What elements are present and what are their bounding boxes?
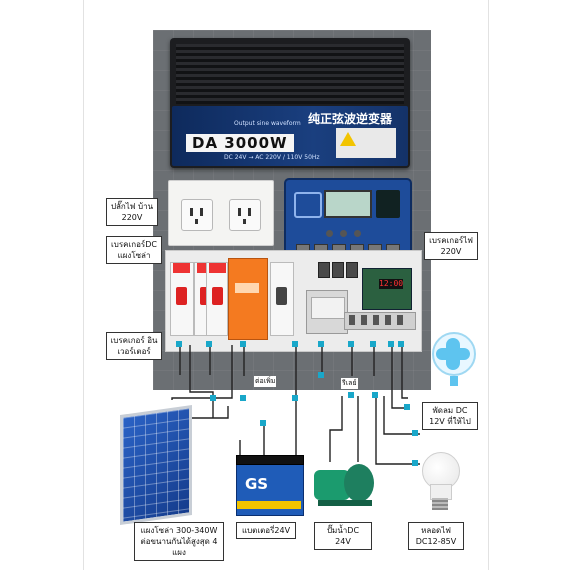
connection-node: [206, 341, 212, 347]
label-pump: ปั๊มน้ำDC 24V: [314, 522, 372, 550]
label-fan: พัดลม DC 12V ที่ให้ไป: [422, 402, 478, 430]
inverter-spec: DC 24V → AC 220V / 110V 50Hz: [224, 154, 320, 161]
connection-node: [398, 341, 404, 347]
connection-node: [404, 404, 410, 410]
label-ac-breaker: เบรคเกอร์ไฟ 220V: [424, 232, 478, 260]
connection-node: [318, 372, 324, 378]
battery-image: GS: [236, 455, 304, 516]
connection-node: [260, 420, 266, 426]
connection-node: [348, 341, 354, 347]
connection-node: [292, 395, 298, 401]
socket-icon: [181, 199, 213, 231]
usb-port-icon: [376, 190, 400, 218]
connection-node: [240, 395, 246, 401]
solar-panel-image: [120, 404, 192, 526]
inverter: Output sine waveform DA 3000W 纯正弦波逆变器 DC…: [170, 38, 410, 168]
water-pump-image: [314, 460, 376, 508]
battery-brand: GS: [245, 475, 269, 493]
tag-extra-connection: ต่อเพิ่ม: [254, 376, 277, 387]
controller-lcd: [324, 190, 372, 218]
timer-display: 12:00: [379, 279, 404, 289]
terminal-block: [344, 312, 416, 330]
inverter-title: 纯正弦波逆变器: [307, 112, 392, 126]
socket-icon: [229, 199, 261, 231]
inverter-warning-label: [336, 128, 396, 158]
solar-icon: [294, 192, 322, 218]
relay-module: [306, 290, 348, 334]
inverter-faceplate: Output sine waveform DA 3000W 纯正弦波逆变器 DC…: [172, 106, 408, 166]
connection-node: [348, 392, 354, 398]
connection-node: [388, 341, 394, 347]
fuse: [318, 262, 330, 278]
connection-node: [176, 341, 182, 347]
connection-node: [318, 341, 324, 347]
fuse: [346, 262, 358, 278]
label-outlet: ปลั๊กไฟ บ้าน 220V: [106, 198, 158, 226]
connection-nodes: [176, 341, 418, 466]
controller-button: [354, 230, 361, 237]
label-battery: แบตเตอรี่24V: [236, 522, 296, 539]
connection-node: [240, 341, 246, 347]
tag-relay: รีเลย์: [341, 378, 358, 389]
connection-node: [292, 341, 298, 347]
timer-module: 12:00: [362, 268, 412, 310]
connection-node: [210, 395, 216, 401]
light-bulb-icon: [420, 452, 460, 512]
fan-icon: [430, 332, 478, 386]
connection-node: [370, 341, 376, 347]
inverter-model: DA 3000W: [186, 134, 294, 152]
warning-icon: [340, 132, 356, 146]
surge-protector: [228, 258, 268, 340]
connection-node: [412, 460, 418, 466]
label-dc-breaker: เบรคเกอร์DC แผงโซล่า: [106, 236, 162, 264]
inverter-subtitle: Output sine waveform: [234, 120, 301, 127]
label-bulb: หลอดไฟ DC12-85V: [408, 522, 464, 550]
dc-breaker-3: [206, 262, 228, 336]
connection-node: [372, 392, 378, 398]
label-inverter-breaker: เบรคเกอร์ อินเวอร์เตอร์: [106, 332, 162, 360]
controller-button: [326, 230, 333, 237]
ac-breaker: [270, 262, 294, 336]
wall-outlet: [168, 180, 274, 246]
fuse: [332, 262, 344, 278]
connection-node: [412, 430, 418, 436]
inverter-heatsink: [176, 44, 404, 104]
label-solar-panel: แผงโซล่า 300-340W ต่อขนานกันได้สูงสุด 4 …: [134, 522, 224, 561]
dc-breaker-1: [170, 262, 194, 336]
controller-button: [340, 230, 347, 237]
